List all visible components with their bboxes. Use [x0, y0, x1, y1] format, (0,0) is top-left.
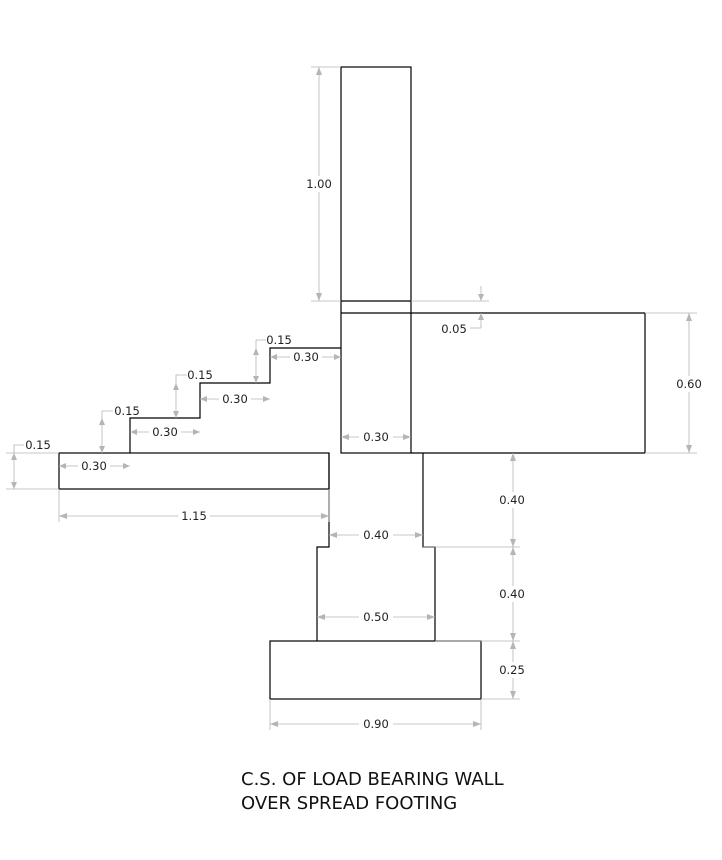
dim-step2-tread: 0.30: [152, 425, 178, 439]
dimension-labels: 1.00 0.05 0.60 0.30 0.15 0.30 0.15 0.30 …: [25, 176, 706, 732]
dim-footing-width: 0.90: [363, 717, 389, 731]
arrowheads: [11, 67, 692, 727]
pedestal-outline: [316, 453, 330, 641]
dimension-lines: [13, 67, 690, 725]
dim-pedestal-lower-width: 0.50: [363, 610, 389, 624]
dim-offset-005: 0.05: [441, 322, 467, 336]
dim-step3-rise: 0.15: [187, 368, 213, 382]
extension-lines: [6, 66, 697, 730]
wall: [340, 66, 412, 454]
dim-step1-rise: 0.15: [25, 438, 51, 452]
dim-pedestal-lower-height: 0.40: [499, 587, 525, 601]
dim-wall-width: 0.30: [363, 430, 389, 444]
spread-footing: [269, 640, 482, 700]
dim-wall-height: 1.00: [306, 177, 332, 191]
drawing-title: C.S. OF LOAD BEARING WALL OVER SPREAD FO…: [241, 768, 504, 816]
dim-pedestal-upper-width: 0.40: [363, 528, 389, 542]
dim-pedestal-upper-height: 0.40: [499, 493, 525, 507]
stair-steps: [129, 347, 341, 453]
object-lines: [58, 66, 646, 700]
dim-step2-rise: 0.15: [114, 404, 140, 418]
dim-step3-tread: 0.30: [222, 392, 248, 406]
dim-step4-tread: 0.30: [293, 350, 319, 364]
drawing-title-line-2: OVER SPREAD FOOTING: [241, 793, 458, 814]
dim-slab-depth: 0.60: [676, 377, 702, 391]
dim-step4-rise: 0.15: [266, 333, 292, 347]
dim-footing-depth: 0.25: [499, 663, 525, 677]
dim-step1-tread: 0.30: [81, 459, 107, 473]
drawing-title-line-1: C.S. OF LOAD BEARING WALL: [241, 769, 504, 790]
dim-landing-length: 1.15: [181, 509, 207, 523]
